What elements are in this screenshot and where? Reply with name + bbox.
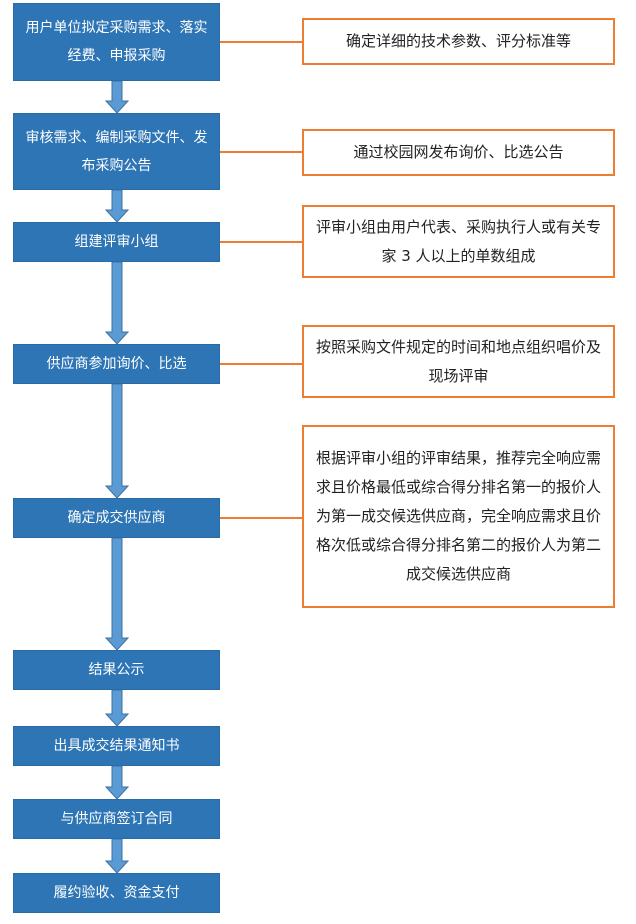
arrow-down-icon [104, 383, 130, 499]
note-3-label: 评审小组由用户代表、采购执行人或有关专家 3 人以上的单数组成 [315, 217, 601, 265]
step-7: 出具成交结果通知书 [13, 726, 220, 766]
step-1: 用户单位拟定采购需求、落实经费、申报采购 [13, 3, 220, 81]
step-9-label: 履约验收、资金支付 [53, 885, 180, 901]
connector-5 [220, 517, 302, 519]
arrow-down-icon [104, 765, 130, 800]
connector-1 [220, 41, 302, 43]
step-4: 供应商参加询价、比选 [13, 344, 220, 384]
step-3-label: 组建评审小组 [74, 234, 159, 250]
arrow-down-icon [104, 80, 130, 114]
step-8: 与供应商签订合同 [13, 799, 220, 839]
step-1-label: 用户单位拟定采购需求、落实经费、申报采购 [25, 20, 208, 64]
note-2-label: 通过校园网发布询价、比选公告 [353, 143, 564, 161]
note-5: 根据评审小组的评审结果，推荐完全响应需求且价格最低或综合得分排名第一的报价人为第… [302, 425, 615, 608]
step-2: 审核需求、编制采购文件、发布采购公告 [13, 113, 220, 190]
note-4-label: 按照采购文件规定的时间和地点组织唱价及现场评审 [315, 337, 601, 385]
step-5: 确定成交供应商 [13, 498, 220, 538]
arrow-down-icon [104, 838, 130, 874]
connector-4 [220, 363, 302, 365]
note-5-label: 根据评审小组的评审结果，推荐完全响应需求且价格最低或综合得分排名第一的报价人为第… [315, 449, 601, 583]
note-4: 按照采购文件规定的时间和地点组织唱价及现场评审 [302, 325, 615, 398]
step-2-label: 审核需求、编制采购文件、发布采购公告 [25, 129, 208, 174]
arrow-down-icon [104, 189, 130, 223]
note-2: 通过校园网发布询价、比选公告 [302, 129, 615, 176]
connector-2 [220, 151, 302, 153]
step-6-label: 结果公示 [88, 662, 145, 678]
arrow-down-icon [104, 689, 130, 727]
step-3: 组建评审小组 [13, 222, 220, 262]
note-1-label: 确定详细的技术参数、评分标准等 [345, 32, 571, 50]
note-3: 评审小组由用户代表、采购执行人或有关专家 3 人以上的单数组成 [302, 205, 615, 278]
note-1: 确定详细的技术参数、评分标准等 [302, 18, 615, 65]
connector-3 [220, 241, 302, 243]
arrow-down-icon [104, 261, 130, 345]
step-8-label: 与供应商签订合同 [60, 811, 173, 827]
arrow-down-icon [104, 537, 130, 651]
step-7-label: 出具成交结果通知书 [53, 738, 180, 754]
step-4-label: 供应商参加询价、比选 [46, 356, 187, 372]
step-5-label: 确定成交供应商 [67, 510, 166, 526]
step-9: 履约验收、资金支付 [13, 873, 220, 913]
step-6: 结果公示 [13, 650, 220, 690]
